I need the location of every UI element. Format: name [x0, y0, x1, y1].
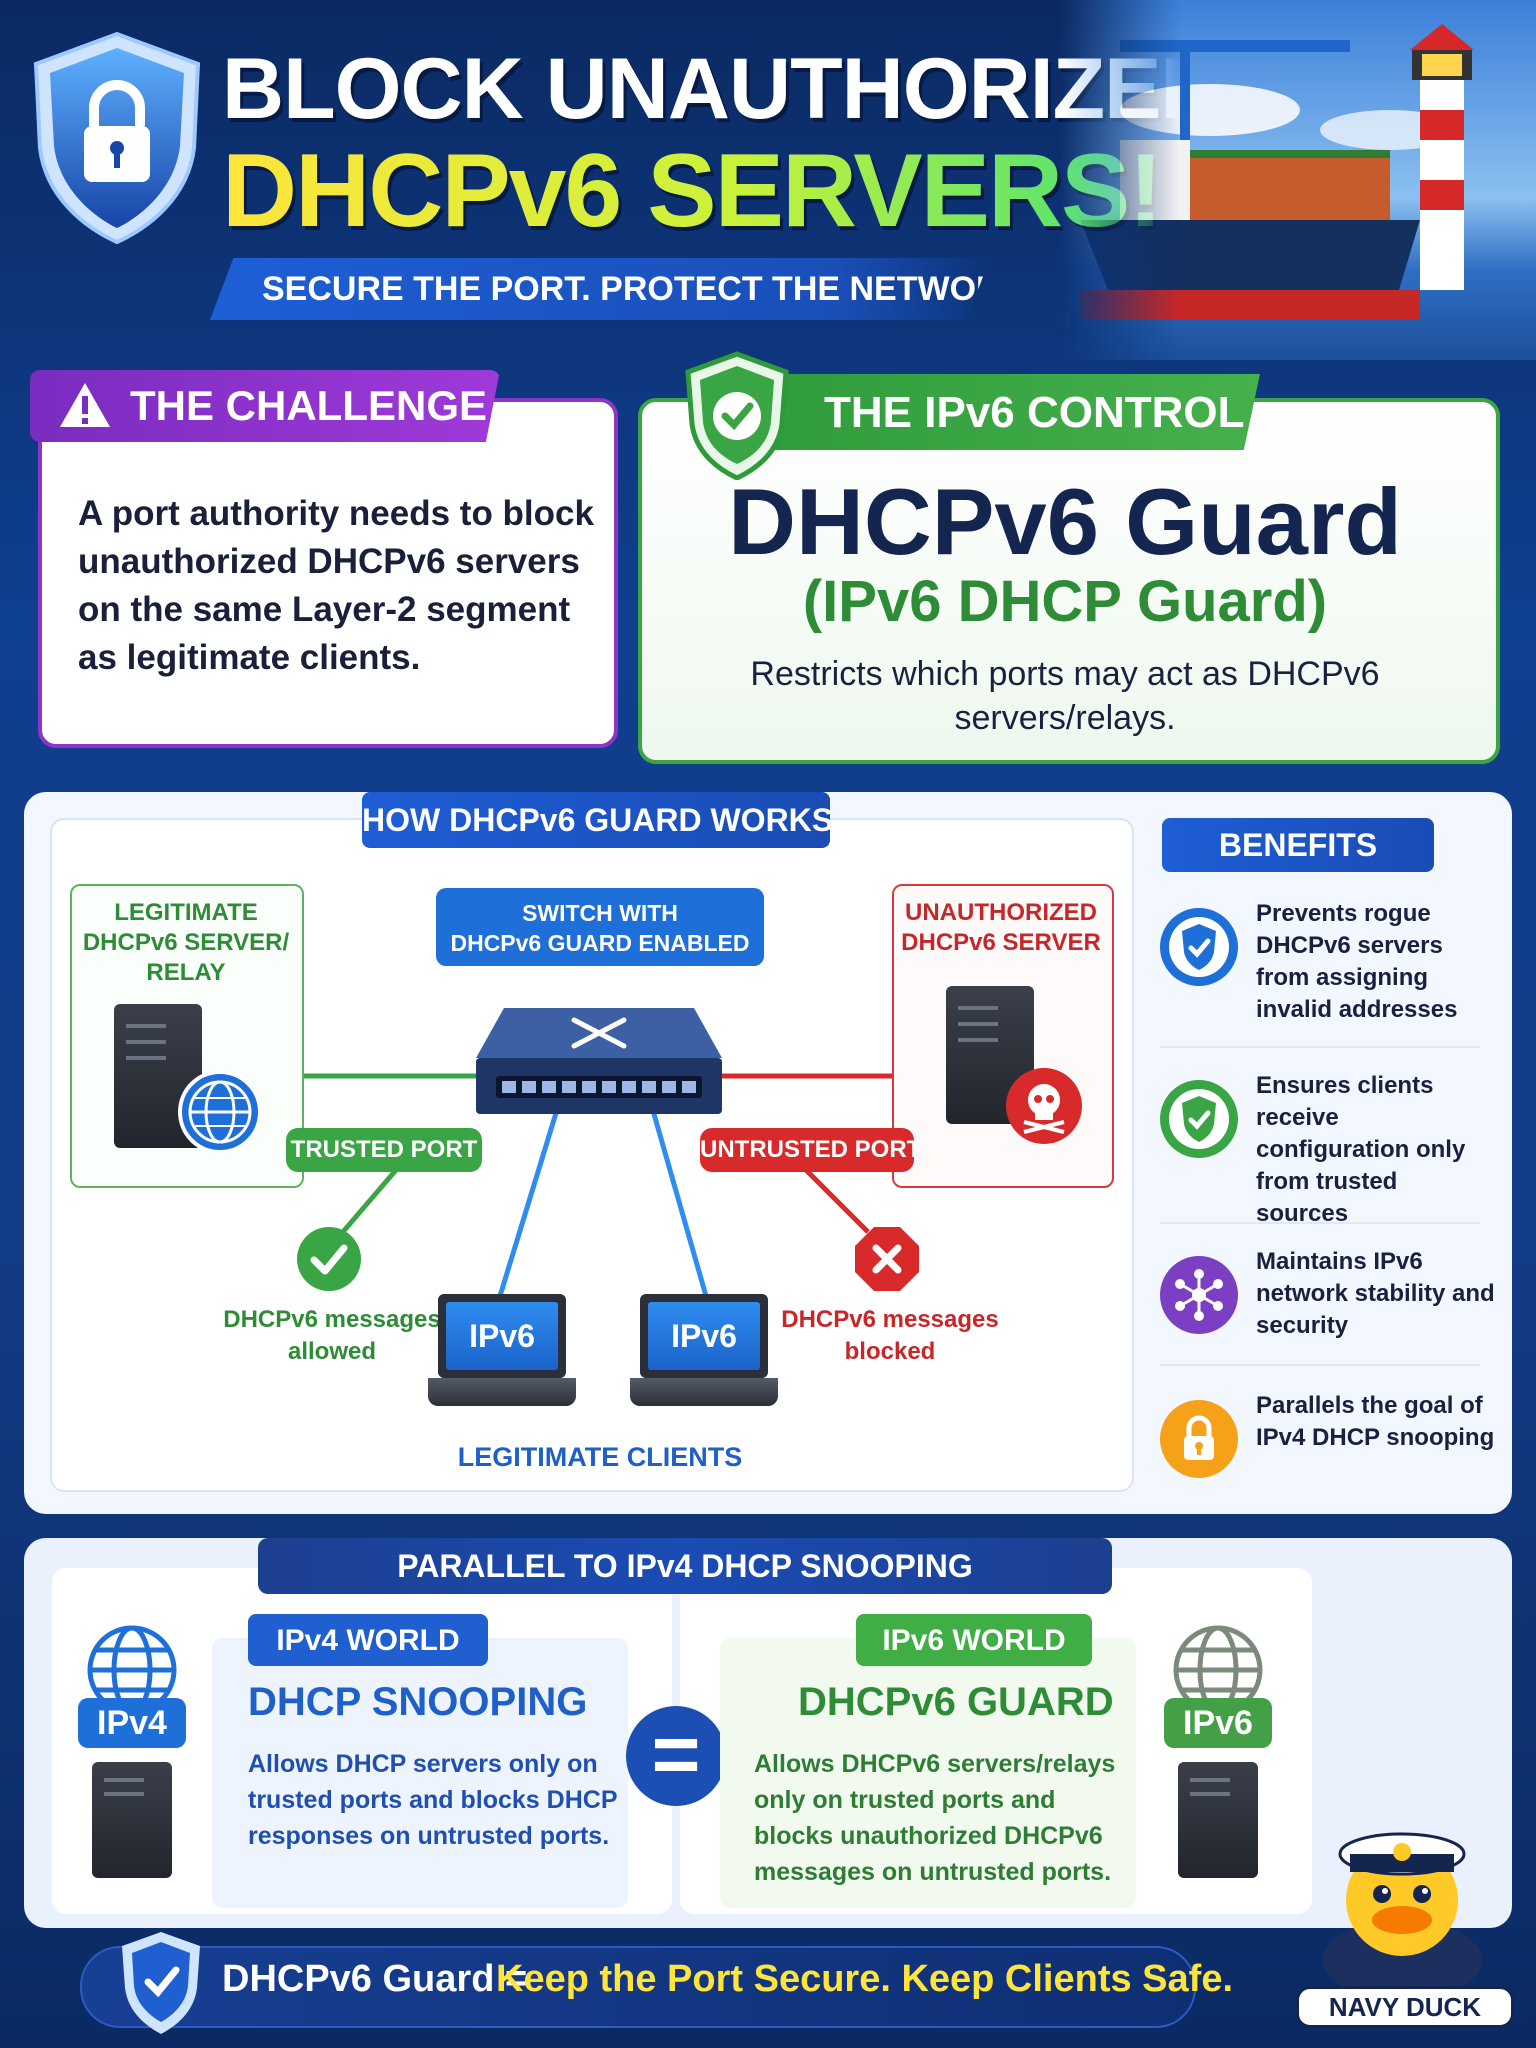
- benefit-text: Prevents rogue DHCPv6 servers from assig…: [1256, 900, 1458, 1023]
- crane-icon: [1180, 40, 1190, 230]
- switch-label-line1: SWITCH WITH: [522, 900, 678, 926]
- ipv6-description-box: [720, 1638, 1136, 1908]
- ipv4-world-label: IPv4 WORLD: [276, 1624, 460, 1657]
- header-shield-icon: [28, 28, 206, 248]
- navy-duck-mascot: [1300, 1790, 1504, 2000]
- tagline-banner: SECURE THE PORT. PROTECT THE NETWORK.: [210, 258, 990, 320]
- how-it-works-heading-bar: HOW DHCPv6 GUARD WORKS: [362, 792, 834, 848]
- network-hub-icon: [1160, 1256, 1238, 1334]
- control-heading: THE IPv6 CONTROL: [824, 388, 1245, 437]
- footer-banner: [80, 1946, 1196, 2028]
- legit-server-label: LEGITIMATE DHCPv6 SERVER/ RELAY: [82, 899, 290, 986]
- parallel-heading-bar: PARALLEL TO IPv4 DHCP SNOOPING: [258, 1538, 1112, 1594]
- title-line-2: DHCPv6 SERVERS!: [222, 133, 1163, 249]
- tagline-text: SECURE THE PORT. PROTECT THE NETWORK.: [262, 270, 1035, 308]
- divider: [1160, 1364, 1480, 1366]
- msg-allowed-line1: DHCPv6 messages: [223, 1306, 441, 1333]
- ipv6-server-icon: [1178, 1762, 1258, 1878]
- equals-icon: =: [626, 1706, 726, 1806]
- warning-icon: [60, 383, 110, 427]
- footer-slogan: Keep the Port Secure. Keep Clients Safe.: [496, 1958, 1234, 2000]
- challenge-heading-tab: THE CHALLENGE: [30, 370, 500, 442]
- client-laptop-1: IPv6: [428, 1294, 576, 1418]
- network-switch-icon: [474, 1008, 724, 1118]
- blocked-x-icon: [854, 1226, 920, 1292]
- msg-blocked-line1: DHCPv6 messages: [781, 1306, 999, 1333]
- how-it-works-heading: HOW DHCPv6 GUARD WORKS: [362, 802, 834, 838]
- divider: [1160, 1222, 1480, 1224]
- untrusted-port-label: UNTRUSTED PORT: [700, 1128, 921, 1172]
- check-circle-icon: [296, 1226, 362, 1292]
- divider: [1160, 1046, 1480, 1048]
- unauth-server-label-line1: UNAUTHORIZED: [905, 899, 1097, 926]
- legitimate-clients-label: LEGITIMATE CLIENTS: [457, 1442, 743, 1472]
- msg-allowed-line2: allowed: [287, 1338, 377, 1365]
- unauth-server-label-line2: DHCPv6 SERVER: [901, 929, 1101, 956]
- control-heading-tab: THE IPv6 CONTROL: [720, 374, 1260, 450]
- client-laptop-1-label: IPv6: [446, 1302, 558, 1370]
- switch-label-line2: DHCPv6 GUARD ENABLED: [450, 930, 750, 956]
- title-line-1: BLOCK UNAUTHORIZED: [222, 41, 1223, 137]
- benefit-text: Parallels the goal of IPv4 DHCP snooping: [1256, 1392, 1495, 1451]
- ipv4-description-box: [212, 1638, 628, 1908]
- ipv4-feature-name: DHCP SNOOPING: [248, 1680, 588, 1724]
- control-name: DHCPv6 Guard: [728, 469, 1402, 574]
- benefit-item: Prevents rogue DHCPv6 servers from assig…: [1160, 898, 1480, 1058]
- mascot-label: NAVY DUCK: [1296, 1986, 1514, 2028]
- msg-blocked-line2: blocked: [844, 1338, 936, 1365]
- ipv6-badge: IPv6: [1164, 1698, 1272, 1748]
- msg-blocked: DHCPv6 messages blocked: [774, 1304, 1006, 1368]
- challenge-heading: THE CHALLENGE: [130, 382, 487, 429]
- client-laptop-2-label: IPv6: [648, 1302, 760, 1370]
- globe-icon: [176, 1068, 264, 1156]
- footer-text-part1: DHCPv6 Guard =: [222, 1958, 528, 2000]
- benefit-text: Maintains IPv6 network stability and sec…: [1256, 1248, 1495, 1339]
- benefits-heading: BENEFITS: [1218, 827, 1378, 863]
- ipv4-server-icon: [92, 1762, 172, 1878]
- shield-check-icon: [1160, 908, 1238, 986]
- ipv6-feature-name: DHCPv6 GUARD: [798, 1680, 1114, 1724]
- parallel-heading: PARALLEL TO IPv4 DHCP SNOOPING: [397, 1548, 973, 1584]
- unauth-server-label: UNAUTHORIZED DHCPv6 SERVER: [892, 898, 1110, 958]
- benefit-item: Maintains IPv6 network stability and sec…: [1160, 1246, 1495, 1406]
- ipv4-badge: IPv4: [78, 1698, 186, 1748]
- control-alt-name: (IPv6 DHCP Guard): [802, 569, 1328, 634]
- challenge-text: A port authority needs to block unauthor…: [78, 494, 594, 677]
- ipv6-world-tab: IPv6 WORLD: [856, 1614, 1092, 1666]
- ipv4-world-tab: IPv4 WORLD: [248, 1614, 488, 1666]
- ipv4-feature-description: Allows DHCP servers only on trusted port…: [248, 1750, 618, 1850]
- padlock-icon: [1160, 1400, 1238, 1478]
- port-scene-illustration: [1060, 0, 1536, 360]
- switch-label: SWITCH WITH DHCPv6 GUARD ENABLED: [436, 888, 764, 966]
- trusted-port-label: TRUSTED PORT: [286, 1128, 482, 1172]
- shield-check-icon: [682, 350, 792, 481]
- msg-allowed: DHCPv6 messages allowed: [218, 1304, 446, 1368]
- control-card: [638, 398, 1500, 764]
- skull-icon: [1004, 1066, 1084, 1146]
- client-laptop-2: IPv6: [630, 1294, 778, 1418]
- benefits-heading-bar: BENEFITS: [1162, 818, 1434, 872]
- benefit-item: Parallels the goal of IPv4 DHCP snooping: [1160, 1390, 1494, 1550]
- benefit-text: Ensures clients receive configuration on…: [1256, 1072, 1466, 1227]
- shield-check-icon: [116, 1928, 206, 2038]
- benefit-item: Ensures clients receive configuration on…: [1160, 1070, 1480, 1230]
- ipv6-world-label: IPv6 WORLD: [882, 1624, 1066, 1657]
- ipv6-feature-description: Allows DHCPv6 servers/relays only on tru…: [754, 1750, 1116, 1886]
- shield-check-icon: [1160, 1080, 1238, 1158]
- control-description: Restricts which ports may act as DHCPv6 …: [750, 655, 1380, 737]
